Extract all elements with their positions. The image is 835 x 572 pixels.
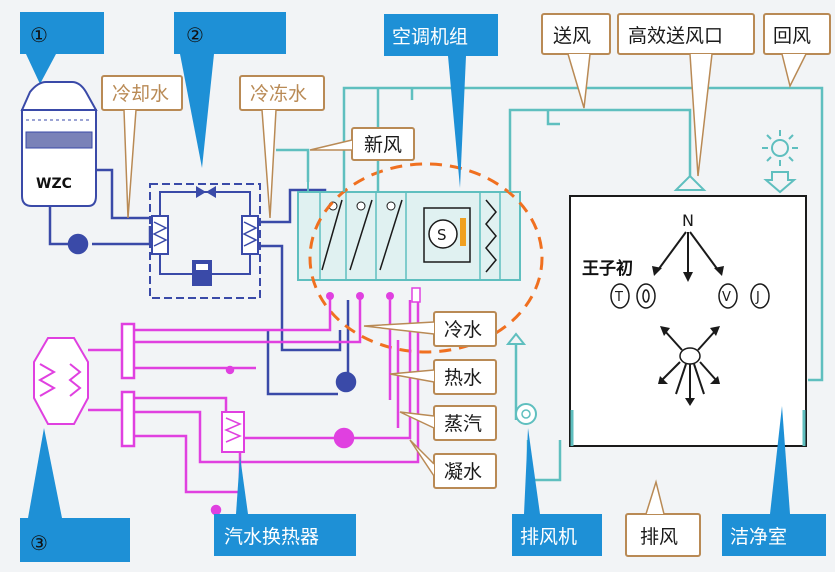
svg-text:V: V	[722, 290, 731, 305]
svg-text:冷水: 冷水	[444, 319, 482, 341]
svg-text:热水: 热水	[444, 367, 482, 389]
callout-heat-exchanger: 汽水换热器	[214, 456, 356, 556]
svg-text:②: ②	[186, 23, 204, 47]
callout-cleanroom: 洁净室	[722, 406, 826, 556]
svg-text:冷却水: 冷却水	[112, 83, 169, 105]
callout-fresh-air: 新风	[309, 127, 415, 161]
svg-text:WZC: WZC	[36, 176, 72, 192]
callout-ahu: 空调机组	[384, 14, 498, 188]
cleanroom: N T V J 王子初	[569, 195, 807, 447]
callout-condensate: 凝水	[409, 439, 497, 489]
callout-cooling-water: 冷却水	[101, 75, 183, 219]
svg-text:N: N	[682, 211, 694, 230]
callout-steam: 蒸汽	[399, 405, 497, 441]
svg-text:凝水: 凝水	[444, 461, 482, 483]
callout-hot-water: 热水	[389, 359, 497, 395]
marker-1: ①	[20, 12, 104, 84]
svg-text:洁净室: 洁净室	[730, 526, 787, 548]
heat-exchanger	[221, 411, 245, 453]
exhaust-fan	[515, 403, 537, 425]
callout-return-air: 回风	[763, 13, 831, 89]
callout-cold-water: 冷水	[363, 311, 497, 347]
exhaust-arrow	[505, 332, 527, 345]
marker-2: ②	[174, 12, 286, 168]
svg-text:冷冻水: 冷冻水	[250, 83, 307, 105]
chiller	[149, 183, 261, 299]
svg-text:回风: 回风	[773, 25, 811, 47]
svg-text:高效送风口: 高效送风口	[628, 25, 723, 47]
svg-text:王子初: 王子初	[582, 258, 633, 279]
callout-chilled-water: 冷冻水	[239, 75, 325, 219]
supply-diffuser	[673, 174, 707, 191]
svg-text:空调机组: 空调机组	[392, 26, 468, 48]
svg-text:蒸汽: 蒸汽	[444, 413, 482, 435]
air-handling-unit: S	[297, 182, 521, 281]
svg-text:送风: 送风	[553, 25, 591, 47]
callout-supply-air: 送风	[541, 13, 611, 109]
boiler	[33, 337, 89, 425]
svg-text:排风机: 排风机	[520, 526, 577, 548]
svg-text:①: ①	[30, 23, 48, 47]
svg-text:新风: 新风	[364, 134, 402, 156]
hot-water-loop	[88, 296, 420, 516]
svg-text:S: S	[437, 226, 447, 244]
callout-exhaust-air: 排风	[625, 479, 701, 557]
svg-text:汽水换热器: 汽水换热器	[224, 526, 319, 548]
svg-text:排风: 排风	[640, 526, 678, 548]
callout-exhaust-fan: 排风机	[512, 428, 602, 556]
cooling-tower: WZC	[20, 81, 98, 207]
highlight-circle	[308, 162, 544, 354]
svg-text:T: T	[614, 290, 623, 305]
callout-hepa-outlet: 高效送风口	[617, 13, 755, 177]
marker-3: ③	[20, 428, 130, 562]
sun-icon	[762, 130, 798, 194]
svg-text:③: ③	[30, 531, 48, 555]
svg-text:J: J	[755, 290, 760, 305]
ahu-valves	[326, 287, 421, 303]
